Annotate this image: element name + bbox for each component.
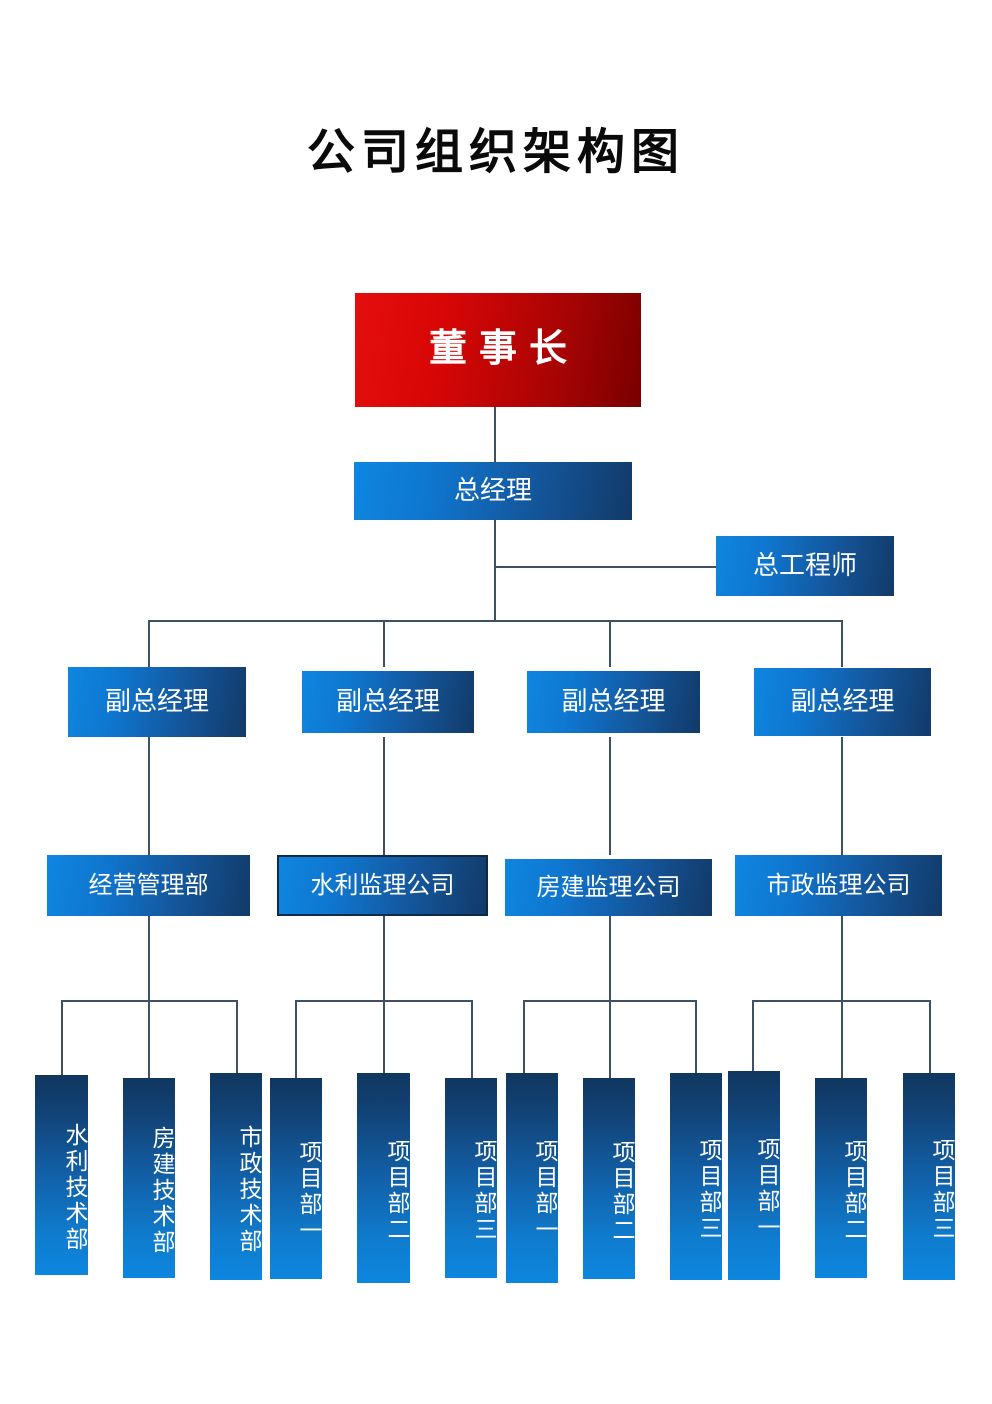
- connector-drop-unit-7: [523, 1000, 525, 1078]
- connector-division4-trunk: [841, 916, 843, 1001]
- connector-gm-to-chief-engineer: [494, 566, 718, 568]
- connector-deputy-bus: [148, 620, 842, 622]
- node-unit-11[interactable]: 项目部二: [815, 1078, 867, 1278]
- node-deputy-3[interactable]: 副总经理: [527, 671, 700, 733]
- connector-gm-trunk: [494, 519, 496, 621]
- connector-drop-unit-1: [61, 1000, 63, 1078]
- node-deputy-2[interactable]: 副总经理: [302, 671, 474, 733]
- node-division-4[interactable]: 市政监理公司: [735, 855, 942, 916]
- node-division-2[interactable]: 水利监理公司: [277, 855, 488, 916]
- connector-division2-trunk: [383, 916, 385, 1001]
- node-unit-10[interactable]: 项目部一: [728, 1071, 780, 1280]
- connector-drop-deputy-3: [609, 620, 611, 667]
- node-unit-5[interactable]: 项目部二: [357, 1073, 410, 1283]
- node-general-manager[interactable]: 总经理: [354, 462, 632, 520]
- connector-drop-unit-9: [695, 1000, 697, 1078]
- connector-drop-deputy-4: [841, 620, 843, 667]
- connector-drop-deputy-2: [383, 620, 385, 667]
- connector-division3-trunk: [609, 916, 611, 1001]
- connector-deputy1-to-division1: [148, 737, 150, 855]
- node-deputy-4[interactable]: 副总经理: [754, 668, 931, 736]
- connector-drop-unit-12: [929, 1000, 931, 1078]
- node-unit-1[interactable]: 水利技术部: [35, 1075, 88, 1275]
- node-division-1[interactable]: 经营管理部: [47, 855, 250, 916]
- connector-division1-trunk: [148, 916, 150, 1001]
- connector-division4-bus: [752, 1000, 929, 1002]
- node-division-3[interactable]: 房建监理公司: [505, 859, 712, 916]
- connector-drop-unit-3: [236, 1000, 238, 1078]
- node-unit-3[interactable]: 市政技术部: [210, 1073, 262, 1280]
- node-unit-12[interactable]: 项目部三: [903, 1073, 955, 1280]
- node-unit-8[interactable]: 项目部二: [583, 1078, 635, 1279]
- node-deputy-1[interactable]: 副总经理: [68, 667, 246, 737]
- connector-drop-unit-11: [841, 1000, 843, 1078]
- node-unit-9[interactable]: 项目部三: [670, 1073, 722, 1280]
- connector-drop-deputy-1: [148, 620, 150, 667]
- node-unit-2[interactable]: 房建技术部: [123, 1078, 175, 1278]
- node-chief-engineer[interactable]: 总工程师: [716, 536, 894, 596]
- connector-drop-unit-10: [752, 1000, 754, 1078]
- page-title: 公司组织架构图: [306, 124, 685, 180]
- node-chairman[interactable]: 董事长: [355, 293, 641, 407]
- node-unit-6[interactable]: 项目部三: [445, 1078, 497, 1278]
- connector-chairman-to-gm: [494, 406, 496, 464]
- connector-deputy3-to-division3: [609, 737, 611, 855]
- connector-drop-unit-2: [148, 1000, 150, 1078]
- node-unit-7[interactable]: 项目部一: [506, 1073, 558, 1283]
- connector-drop-unit-5: [383, 1000, 385, 1078]
- connector-deputy4-to-division4: [841, 737, 843, 855]
- connector-drop-unit-6: [471, 1000, 473, 1078]
- connector-drop-unit-8: [609, 1000, 611, 1078]
- node-unit-4[interactable]: 项目部一: [270, 1078, 322, 1279]
- connector-drop-unit-4: [295, 1000, 297, 1078]
- connector-deputy2-to-division2: [383, 737, 385, 855]
